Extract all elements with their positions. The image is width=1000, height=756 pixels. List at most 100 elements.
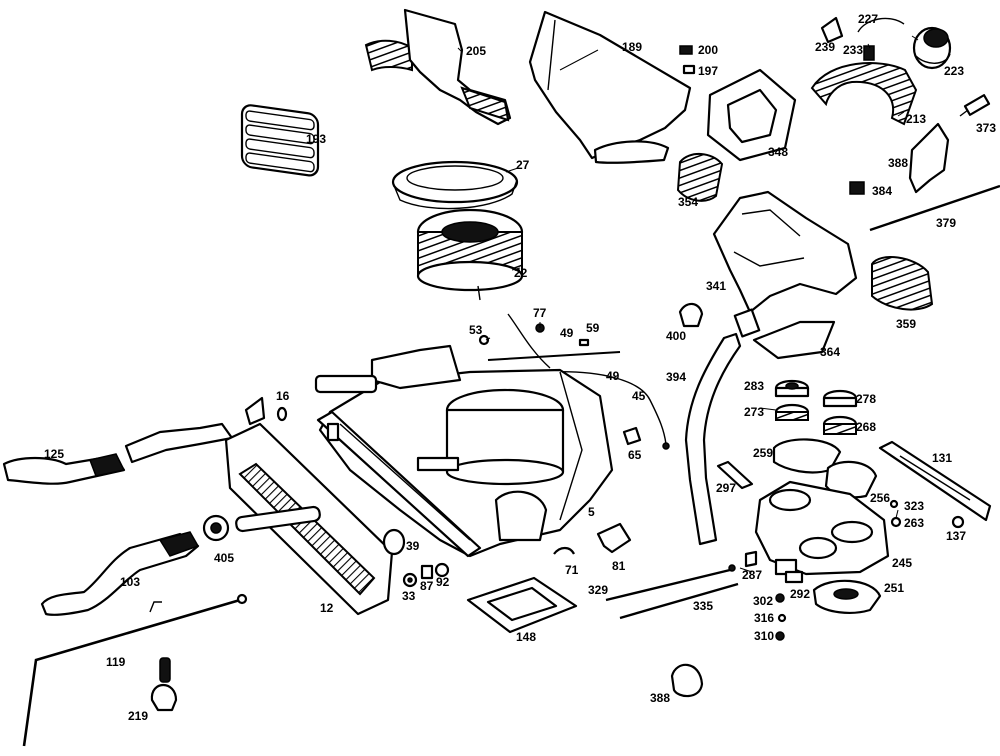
label-388-lower: 388	[650, 691, 671, 705]
label-213: 213	[906, 112, 927, 126]
label-354: 354	[678, 195, 699, 209]
part-316-washer	[777, 613, 787, 623]
part-302-screw	[775, 593, 785, 603]
part-81-bracket	[596, 522, 632, 554]
part-310-nut	[775, 631, 785, 641]
part-upper-pipe	[124, 422, 234, 464]
label-297: 297	[716, 481, 737, 495]
label-263: 263	[904, 516, 925, 530]
part-263-washer	[890, 516, 902, 528]
label-65: 65	[628, 448, 642, 462]
part-354-hose	[676, 153, 724, 202]
part-22-blower-fan	[416, 208, 524, 301]
label-394: 394	[666, 370, 687, 384]
label-256: 256	[870, 491, 891, 505]
part-200-clip	[679, 45, 693, 55]
label-373: 373	[976, 121, 997, 135]
label-137: 137	[946, 529, 967, 543]
part-273-knob	[774, 403, 810, 421]
part-103-pipe-end	[158, 531, 200, 557]
part-65-clip	[622, 426, 642, 446]
label-223: 223	[944, 64, 965, 78]
part-348-gasket	[706, 68, 797, 162]
part-364-plate	[752, 320, 836, 360]
label-189: 189	[622, 40, 643, 54]
part-bracket-16	[244, 396, 266, 426]
label-405: 405	[214, 551, 235, 565]
label-384: 384	[872, 184, 893, 198]
label-148: 148	[516, 630, 537, 644]
label-81: 81	[612, 559, 626, 573]
label-49-upper: 49	[560, 326, 574, 340]
label-27: 27	[516, 158, 530, 172]
part-77-cable	[507, 313, 551, 369]
part-227-spring	[857, 17, 905, 33]
label-16: 16	[276, 389, 290, 403]
part-219-knob	[150, 657, 178, 712]
part-205-duct	[364, 8, 512, 126]
label-49-lower: 49	[606, 369, 620, 383]
part-251-disc	[812, 579, 882, 614]
label-197: 197	[698, 64, 719, 78]
part-359-hose	[871, 256, 934, 311]
part-5-heater-housing	[314, 344, 614, 558]
part-239-bracket	[820, 16, 844, 44]
part-27-ring	[391, 160, 519, 210]
part-335-rod	[619, 582, 739, 620]
part-197-clip	[682, 64, 696, 75]
label-193: 193	[306, 132, 327, 146]
part-268-knob	[822, 415, 858, 435]
label-359: 359	[896, 317, 917, 331]
part-125-pipe-end	[88, 453, 126, 477]
label-53: 53	[469, 323, 483, 337]
part-137-nut	[951, 515, 965, 529]
label-71: 71	[565, 563, 579, 577]
part-213-hose	[810, 62, 918, 126]
label-227: 227	[858, 12, 879, 26]
label-22: 22	[514, 266, 528, 280]
label-103: 103	[120, 575, 141, 589]
part-329-rod	[605, 568, 731, 602]
part-53-grommet	[478, 334, 490, 346]
label-239: 239	[815, 40, 836, 54]
label-92: 92	[436, 575, 450, 589]
label-233: 233	[843, 43, 864, 57]
part-388-lower-clip	[670, 663, 704, 698]
part-400-clip	[678, 302, 704, 328]
label-388-upper: 388	[888, 156, 909, 170]
label-251: 251	[884, 581, 905, 595]
part-12-heat-exchanger	[224, 422, 394, 616]
part-71-clip	[553, 546, 575, 555]
part-148-gasket	[466, 576, 578, 634]
part-193-seal	[240, 104, 320, 177]
label-310: 310	[754, 629, 775, 643]
part-278-knob	[822, 389, 858, 408]
part-233-bulb	[863, 45, 875, 61]
part-119-clip	[149, 601, 162, 613]
label-131: 131	[932, 451, 953, 465]
label-12: 12	[320, 601, 334, 615]
label-5: 5	[588, 505, 595, 519]
part-223-knob	[912, 26, 952, 70]
part-297-plate	[716, 460, 754, 490]
part-373-plug	[959, 94, 991, 117]
part-59-clip	[578, 338, 590, 347]
label-283: 283	[744, 379, 765, 393]
label-316: 316	[754, 611, 775, 625]
label-259: 259	[753, 446, 774, 460]
part-405-valve	[202, 514, 230, 542]
part-341-distributor	[712, 190, 858, 338]
label-245: 245	[892, 556, 913, 570]
label-364: 364	[820, 345, 841, 359]
part-92-washer	[434, 562, 450, 578]
part-287-clip	[744, 550, 758, 568]
label-379: 379	[936, 216, 957, 230]
label-33: 33	[402, 589, 416, 603]
label-348: 348	[768, 145, 789, 159]
label-278: 278	[856, 392, 877, 406]
label-268: 268	[856, 420, 877, 434]
label-219: 219	[128, 709, 149, 723]
label-323: 323	[904, 499, 925, 513]
label-59: 59	[586, 321, 600, 335]
